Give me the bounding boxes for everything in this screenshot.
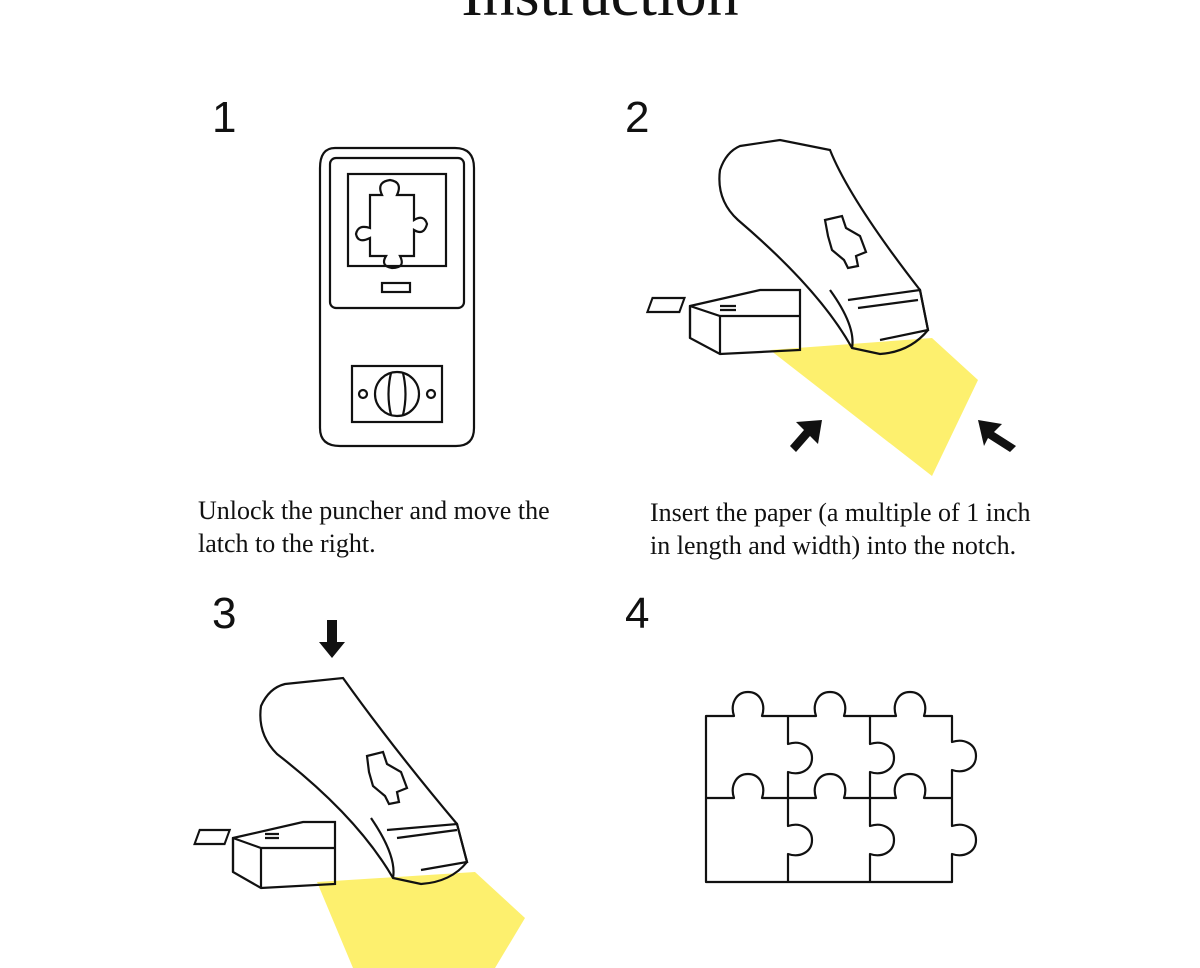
step-4-number: 4 xyxy=(625,589,650,638)
paper-sheet xyxy=(317,872,525,968)
step-2-number: 2 xyxy=(625,93,650,142)
step-1-caption-line-2: latch to the right. xyxy=(198,529,376,558)
puncher-side-icon xyxy=(193,676,525,968)
step-2-caption-line-1: Insert the paper (a multiple of 1 inch xyxy=(650,498,1031,527)
step-1-number: 1 xyxy=(212,93,237,142)
step-1-caption-line-1: Unlock the puncher and move the xyxy=(198,496,550,525)
paper-sheet xyxy=(770,338,978,476)
puzzle-grid-icon xyxy=(704,690,978,884)
puncher-side-icon xyxy=(645,138,978,476)
step-3-number: 3 xyxy=(212,589,237,638)
arrow-icon xyxy=(790,420,822,452)
step-1-caption: Unlock the puncher and move the latch to… xyxy=(198,494,550,560)
step-2-caption: Insert the paper (a multiple of 1 inch i… xyxy=(650,496,1030,562)
puncher-front-icon xyxy=(318,146,476,448)
arrow-icon xyxy=(319,620,345,658)
arrow-icon xyxy=(978,420,1016,452)
step-2-caption-line-2: in length and width) into the notch. xyxy=(650,531,1017,560)
page-title: Instruction xyxy=(0,0,1200,26)
